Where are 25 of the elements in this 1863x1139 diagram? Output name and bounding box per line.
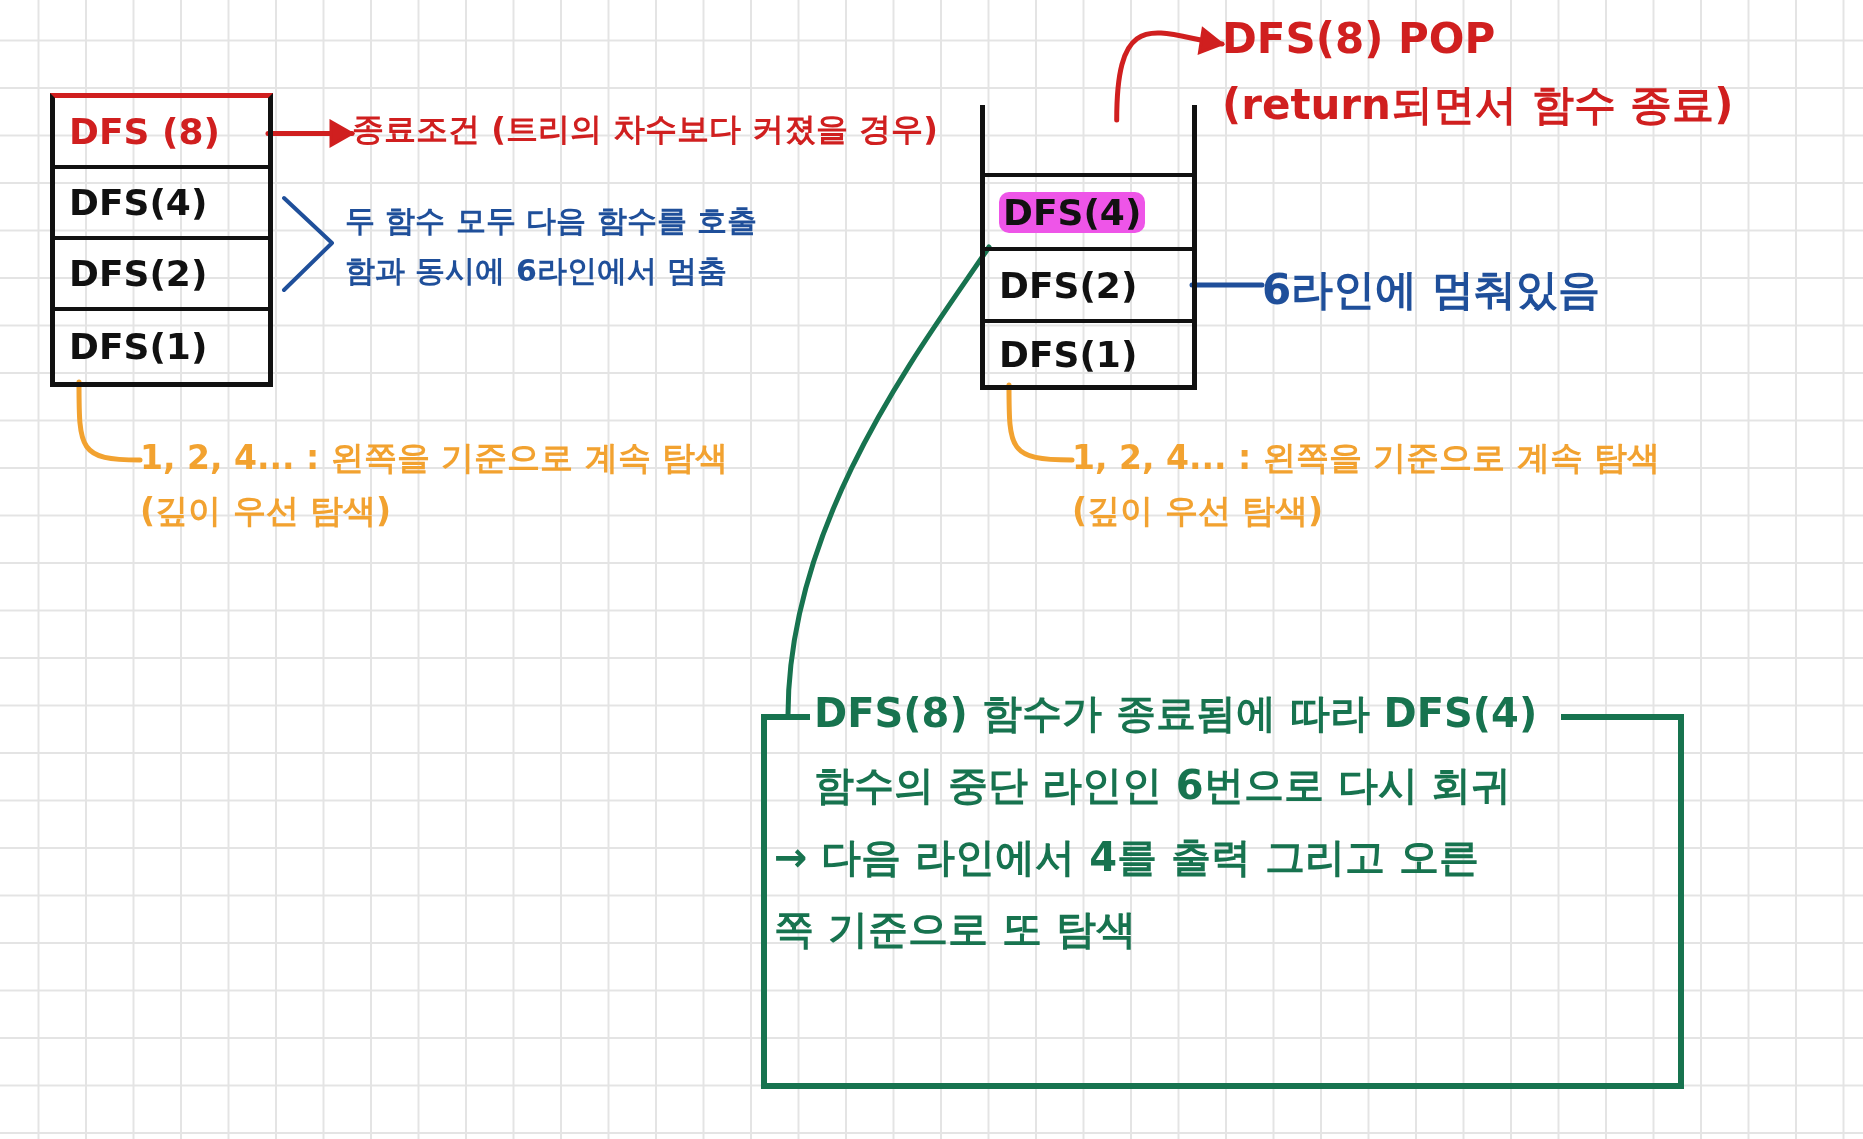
annotation-text: 1, 2, 4... : 왼쪽을 기준으로 계속 탐색 [1072, 437, 1662, 479]
function-call-label: DFS(2) [999, 264, 1138, 306]
function-call-label: DFS (8) [69, 111, 220, 152]
annotation-text: 6라인에 멈춰있음 [1262, 264, 1601, 316]
annotation-text: DFS(8) POP [1222, 14, 1497, 63]
open-stack-frame [980, 105, 1197, 390]
annotation-text: (return되면서 함수 종료) [1222, 79, 1735, 131]
annotation-text: 종료조건 (트리의 차수보다 커졌을 경우) [352, 109, 939, 150]
stack-frame [50, 93, 273, 387]
leader-line [1189, 282, 1265, 288]
note-text: DFS(8) 함수가 종료됨에 따라 DFS(4) 함수의 중단 라인인 6번으로 다시 회귀 [814, 689, 1539, 810]
function-call-label: DFS(1) [69, 326, 208, 367]
annotation-text: 두 함수 모두 다음 함수를 호출함과 동시에 6라인에서 멈춤 [345, 202, 759, 290]
annotation-text: (깊이 우선 탐색) [1072, 490, 1325, 532]
leader-line [76, 379, 143, 463]
function-call-label: DFS(1) [999, 333, 1138, 375]
arrow [1114, 27, 1225, 123]
function-call-label: DFS(2) [69, 253, 208, 294]
function-call-label: DFS(4) [999, 191, 1146, 233]
annotation-text: 1, 2, 4... : 왼쪽을 기준으로 계속 탐색 [140, 437, 730, 479]
function-call-label: DFS(4) [69, 182, 208, 223]
leader-line [1006, 382, 1075, 463]
annotation-text: (깊이 우선 탐색) [140, 490, 393, 532]
note-text: → 다음 라인에서 4를 출력 그리고 오른쪽 기준으로 또 탐색 [774, 833, 1480, 954]
arrow [265, 120, 355, 147]
